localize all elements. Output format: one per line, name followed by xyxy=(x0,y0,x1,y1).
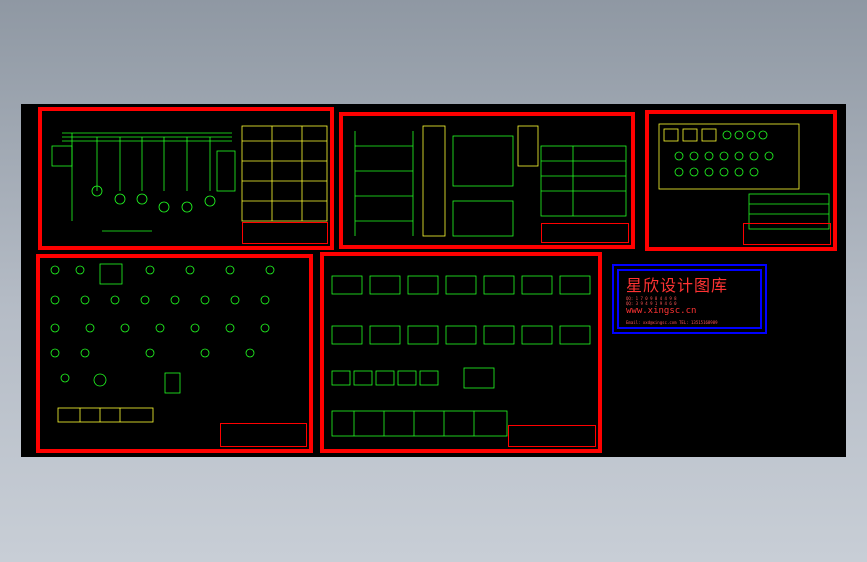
title-block xyxy=(220,423,307,447)
drawing-sheet-wiring[interactable] xyxy=(36,254,313,453)
drawing-sheet-panel-layout[interactable] xyxy=(645,110,837,251)
drawing-sheet-control-circuit[interactable] xyxy=(339,112,635,249)
logo-title: 星欣设计图库 xyxy=(626,276,729,295)
wiring-drawing xyxy=(50,263,275,423)
title-block xyxy=(743,223,831,245)
logo-qq-line-1: QQ: 1 7 0 9 8 4 4 9 8 xyxy=(626,296,677,301)
title-block xyxy=(242,222,328,244)
drawing-sheet-main-circuit[interactable] xyxy=(38,107,334,250)
logo-email: Email: xxd@xingsc.com TEL: 13515168989 xyxy=(626,320,718,325)
panel-layout-drawing xyxy=(658,123,830,230)
control-circuit-schematic xyxy=(354,125,627,237)
logo-url: www.xingsc.cn xyxy=(626,306,697,316)
cad-drawing-canvas[interactable]: 星欣设计图库 QQ: 1 7 0 9 8 4 4 9 8 QQ: 3 9 4 9… xyxy=(21,104,846,457)
title-block xyxy=(541,223,629,243)
logo-qq-line-2: QQ: 3 9 4 9 1 9 4 6 0 xyxy=(626,301,677,306)
main-circuit-schematic xyxy=(51,125,328,232)
watermark-logo-block: 星欣设计图库 QQ: 1 7 0 9 8 4 4 9 8 QQ: 3 9 4 9… xyxy=(612,264,767,334)
drawing-sheet-terminals[interactable] xyxy=(320,252,602,453)
title-block xyxy=(508,425,596,447)
terminal-drawing xyxy=(331,275,591,437)
